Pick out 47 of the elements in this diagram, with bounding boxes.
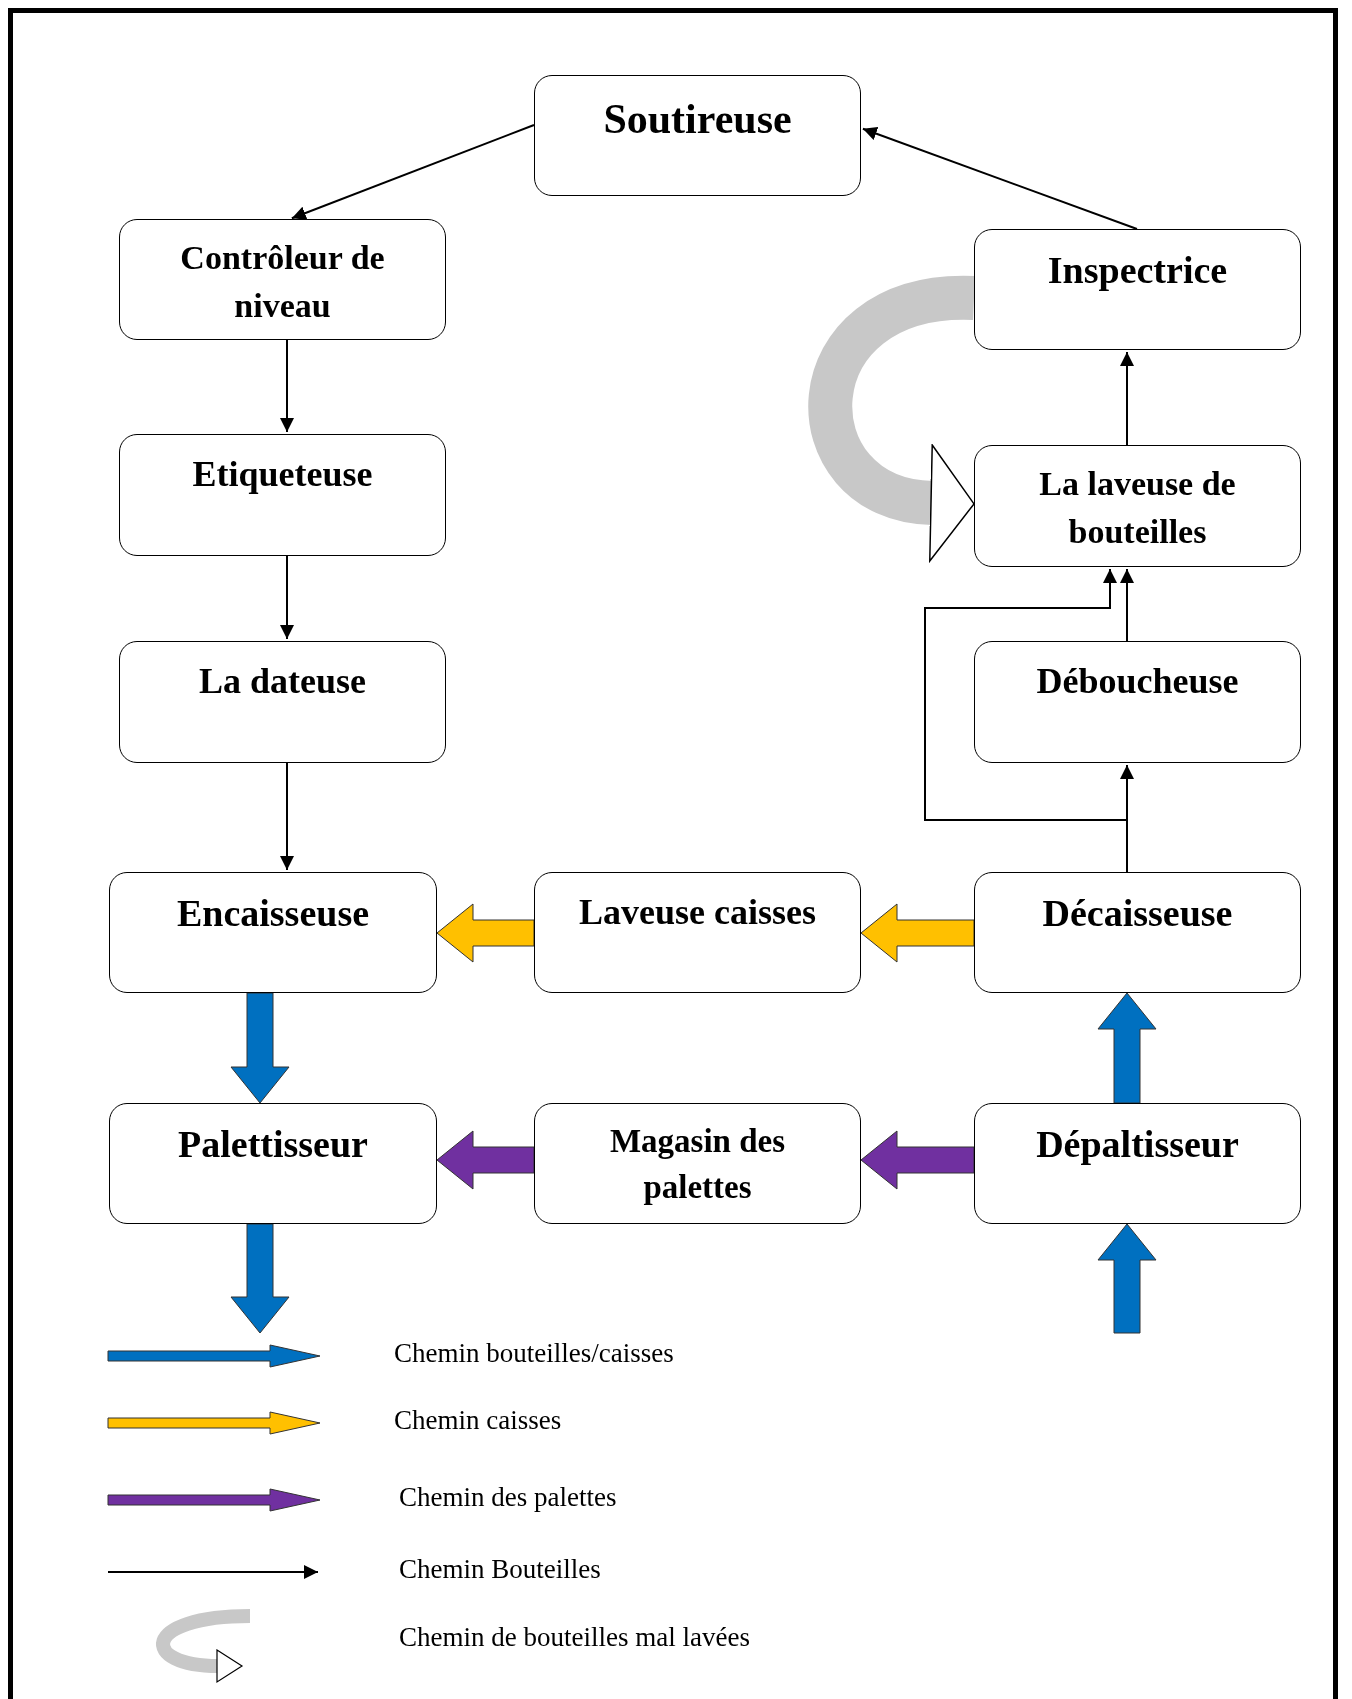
process-label: Encaisseuse [176, 891, 370, 936]
block-arrow [860, 1130, 975, 1190]
block-arrow [1097, 1223, 1157, 1334]
arrow [280, 762, 294, 871]
block-arrow [436, 903, 535, 963]
arrow [290, 124, 535, 220]
process-label: Inspectrice [1047, 248, 1228, 293]
process-label: La dateuse [199, 660, 366, 703]
process-label: Soutireuse [603, 95, 792, 144]
block-arrow [230, 992, 290, 1104]
process-box [974, 641, 1301, 763]
process-label: Dépaltisseur [1036, 1122, 1239, 1167]
process-label: Déboucheuse [1036, 660, 1239, 703]
legend-text: Chemin Bouteilles [399, 1554, 601, 1585]
block-arrow [436, 1130, 535, 1190]
process-box [119, 641, 446, 763]
legend-text: Chemin des palettes [399, 1482, 617, 1513]
process-box [974, 445, 1301, 567]
process-box [109, 872, 437, 993]
arrow [280, 339, 294, 433]
process-label: Laveuse caisses [579, 891, 816, 934]
arrow [861, 126, 1138, 230]
arrow [1120, 351, 1134, 446]
process-box [974, 872, 1301, 993]
process-box [119, 219, 446, 340]
process-box [119, 434, 446, 556]
process-label: Contrôleur de niveau [179, 238, 386, 326]
arrow [1120, 568, 1134, 642]
legend-text: Chemin de bouteilles mal lavées [399, 1622, 750, 1653]
process-label: Magasin des palettes [608, 1122, 787, 1208]
legend-text: Chemin caisses [394, 1405, 562, 1436]
process-box [974, 229, 1301, 350]
block-arrow [860, 903, 975, 963]
legend-text: Chemin bouteilles/caisses [394, 1338, 674, 1369]
block-arrow [1097, 992, 1157, 1104]
curved-return-arrow [808, 276, 976, 561]
process-label: Palettisseur [178, 1122, 368, 1167]
process-box [974, 1103, 1301, 1224]
process-box [534, 1103, 861, 1224]
block-arrow [230, 1223, 290, 1334]
process-label: Décaisseuse [1042, 891, 1233, 936]
arrow [280, 555, 294, 640]
process-label: Etiqueteuse [192, 453, 373, 496]
process-label: La laveuse de bouteilles [1038, 464, 1237, 552]
process-box [109, 1103, 437, 1224]
process-box [534, 75, 861, 196]
process-box [534, 872, 861, 993]
